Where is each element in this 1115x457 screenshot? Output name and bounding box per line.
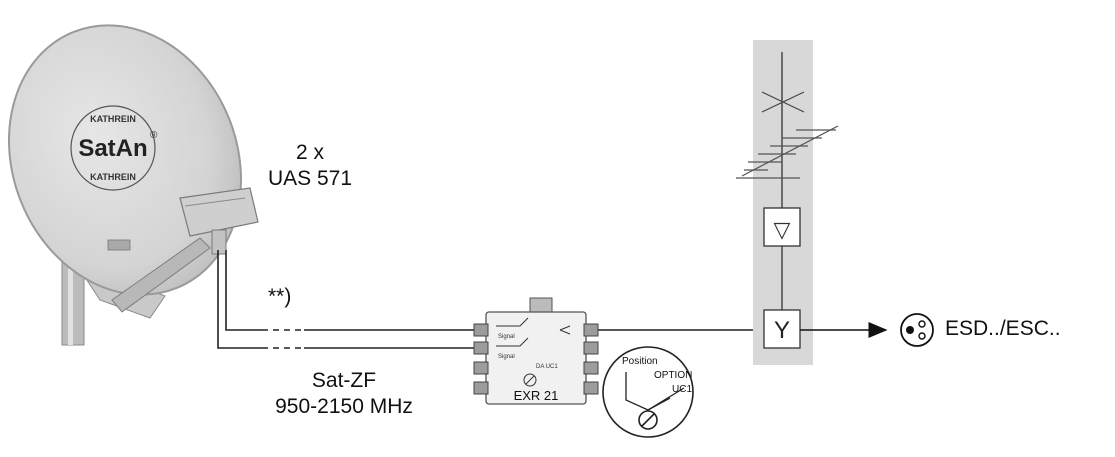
- outlet-icon-ring: [900, 313, 934, 347]
- logo-bottom-text: KATHREIN: [90, 172, 136, 182]
- cable-lower-a: [217, 250, 262, 349]
- mini-selector-icon: [523, 373, 537, 387]
- mini-selector-slash: [525, 375, 535, 385]
- output-port-1: [583, 323, 599, 337]
- signal-label: Sat-ZF 950-2150 MHz: [244, 368, 444, 420]
- input-port-1: [473, 323, 489, 337]
- mini-label: DA UC1: [536, 364, 558, 370]
- logo-ring: [70, 105, 156, 191]
- detail-option1: OPTION: [654, 370, 692, 381]
- multiswitch-body: [485, 311, 587, 405]
- output-port-2: [583, 341, 599, 355]
- outlet-icon: [900, 313, 934, 347]
- output-port-3: [583, 361, 599, 375]
- sat-cables: [217, 250, 480, 349]
- terrestrial-mast: ▽ Y: [736, 40, 839, 365]
- dish-mast-highlight: [68, 250, 73, 345]
- detail-selector-slash: [641, 413, 655, 427]
- cable-note: **): [268, 285, 292, 308]
- multiswitch: Signal Signal DA UC1 EXR 21: [473, 297, 599, 405]
- lnb-model: UAS 571: [267, 167, 353, 190]
- feed-arm: [111, 237, 211, 313]
- detail-switch-arm: [647, 387, 685, 411]
- lnb-label: 2 x UAS 571: [258, 140, 362, 192]
- signal-line2: 950-2150 MHz: [275, 395, 413, 418]
- switch-symbol-2: [496, 337, 529, 347]
- outlet-icon-pin-1: [906, 326, 914, 334]
- signal-line1: Sat-ZF: [311, 369, 377, 392]
- detail-title: Position: [622, 356, 658, 367]
- yagi-boom: [741, 125, 839, 177]
- lnb-count: 2 x: [295, 141, 324, 164]
- detail-circle: [602, 346, 694, 438]
- port-label-2: Signal: [498, 354, 515, 360]
- input-port-2: [473, 341, 489, 355]
- outlet-icon-pin-3: [918, 332, 926, 340]
- detail-selector-icon: [638, 410, 658, 430]
- switch-symbol-1: [496, 317, 529, 327]
- multiswitch-top-connector: [529, 297, 553, 313]
- input-port-4: [473, 381, 489, 395]
- output-chevron: [559, 325, 571, 335]
- logo-top-text: KATHREIN: [90, 114, 136, 124]
- multiswitch-name: EXR 21: [514, 388, 559, 403]
- cable-upper-a: [225, 250, 262, 331]
- logo-registered-mark: ®: [150, 130, 158, 141]
- lnb-connector: [211, 229, 227, 255]
- logo-main-text: SatAn: [78, 135, 147, 162]
- switch-position-detail: Position OPTION UC1: [602, 346, 694, 438]
- satellite-dish: KATHREIN SatAn ® KATHREIN: [7, 24, 259, 346]
- dish-reflector: [7, 24, 243, 296]
- lnb-seam: [184, 197, 246, 207]
- dish-badge: [107, 239, 131, 251]
- yagi-antenna: [736, 125, 839, 179]
- combiner-symbol: Y: [774, 317, 790, 344]
- port-label-1: Signal: [498, 334, 515, 340]
- cable-break-marks: [262, 329, 304, 349]
- input-port-3: [473, 361, 489, 375]
- outlet-icon-pin-2: [918, 320, 926, 328]
- lnb-body: [179, 187, 259, 237]
- outlet-label: ESD../ESC..: [945, 317, 1061, 340]
- amplifier-symbol: ▽: [774, 218, 791, 243]
- combiner-box: [763, 309, 801, 349]
- output-port-4: [583, 381, 599, 395]
- amplifier-box: [763, 207, 801, 247]
- dipole-arm-2: [761, 91, 805, 113]
